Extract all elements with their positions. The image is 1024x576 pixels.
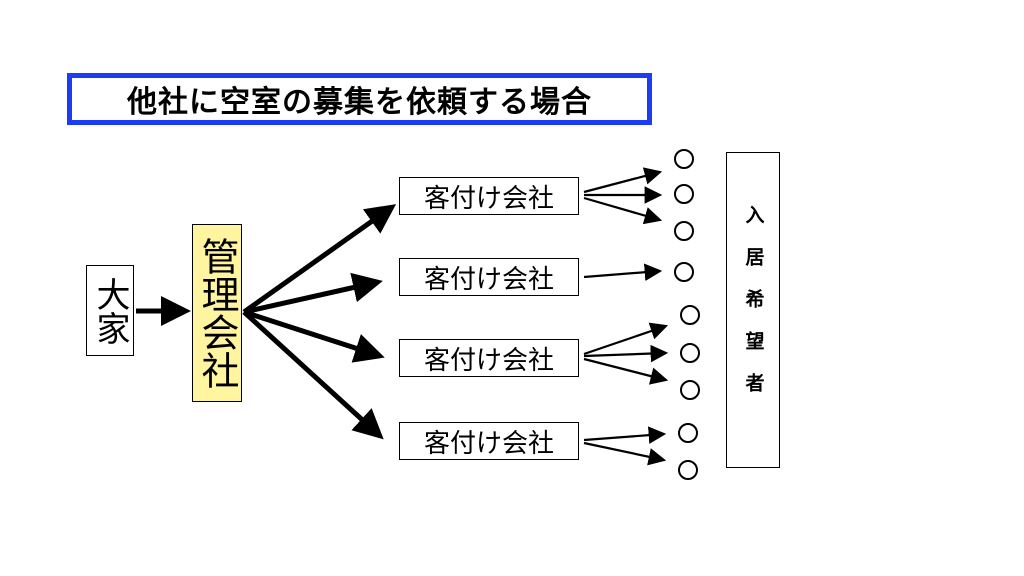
applicant-circle: [678, 423, 698, 443]
arrow-manager-to-agency-2: [243, 272, 383, 315]
applicant-circle: [680, 305, 700, 325]
applicant-circle: [674, 221, 694, 241]
arrow-agency-2-to-applicant-1: [583, 263, 663, 281]
arrow-agency-1-to-applicant-1: [583, 167, 663, 194]
agency-node-1: 客付け会社: [399, 177, 579, 215]
applicant-circle: [674, 149, 694, 169]
applicant-circle: [680, 343, 700, 363]
agency-node-2: 客付け会社: [399, 258, 579, 296]
arrow-agency-3-to-applicant-2: [583, 344, 669, 363]
diagram-title: 他社に空室の募集を依頼する場合: [67, 73, 652, 125]
arrow-agency-3-to-applicant-3: [583, 357, 669, 385]
arrow-agency-4-to-applicant-1: [583, 426, 667, 444]
applicant-circle: [674, 184, 694, 204]
applicant-circle: [678, 460, 698, 480]
management-company-node: 管理会社: [192, 224, 242, 402]
prospective-residents-node: 入居希望者: [726, 152, 780, 468]
arrow-agency-3-to-applicant-1: [583, 322, 669, 356]
agency-node-3: 客付け会社: [399, 339, 579, 377]
owner-node: 大家: [86, 265, 134, 356]
arrow-manager-to-agency-3: [243, 309, 385, 363]
arrow-agency-1-to-applicant-3: [583, 196, 663, 225]
applicant-circle: [680, 380, 700, 400]
applicant-circle: [674, 262, 694, 282]
arrow-manager-to-agency-1: [242, 204, 397, 315]
arrow-agency-4-to-applicant-2: [583, 441, 667, 466]
agency-node-4: 客付け会社: [399, 422, 579, 460]
arrow-manager-to-agency-4: [242, 310, 384, 440]
